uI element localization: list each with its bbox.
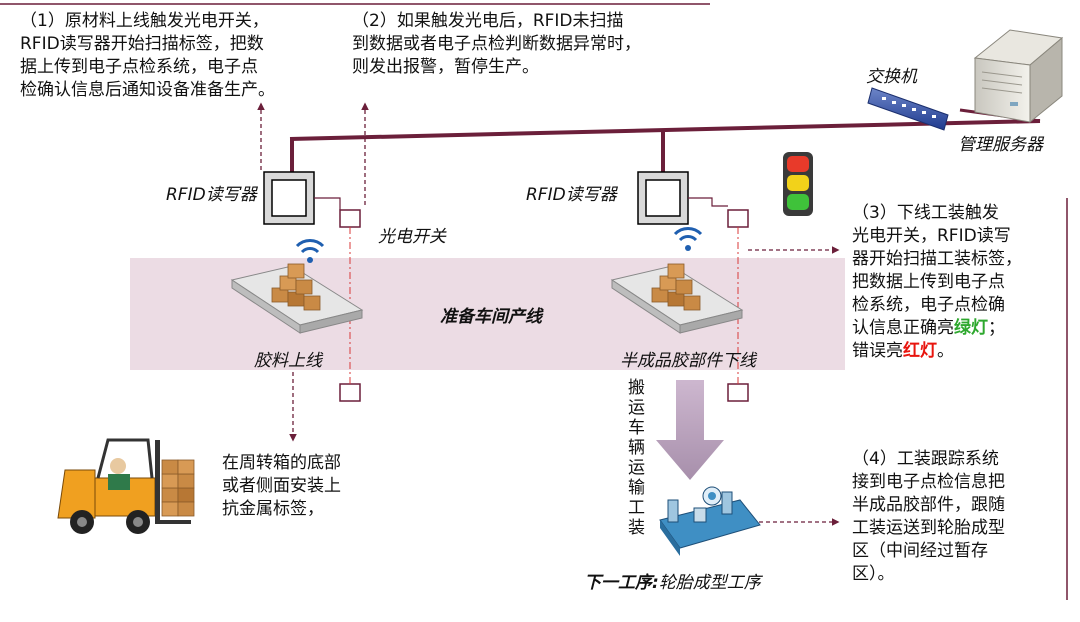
note-3-text: 错误亮: [852, 341, 903, 361]
note-3-line: 光电开关，RFID读写: [852, 226, 1011, 246]
photo-sensor-1b: [339, 383, 361, 402]
note-4-line: 区）。: [852, 564, 895, 584]
note-1-line: RFID读写器开始扫描标签，把数: [20, 34, 264, 54]
next-process-name: 轮胎成型工序: [658, 573, 761, 593]
forklift-icon: [57, 438, 195, 534]
transport-arrow: [656, 380, 724, 480]
note-3-text: ；: [988, 318, 1005, 338]
photo-sensor-1a: [339, 209, 361, 228]
note-4-line: 半成品胶部件，跟随: [852, 495, 1005, 515]
assembly-machine-icon: [659, 486, 761, 556]
note-3: （3）下线工装触发 光电开关，RFID读写 器开始扫描工装标签， 把数据上传到电…: [852, 202, 1062, 363]
note-1-line: 检确认信息后通知设备准备生产。: [20, 80, 275, 100]
feed-station-label: 胶料上线: [254, 351, 322, 371]
wireless-icon-1: [295, 239, 325, 263]
note-4-line: 接到电子点检信息把: [852, 472, 1005, 492]
server-label: 管理服务器: [958, 135, 1043, 155]
forklift-note-line: 抗金属标签，: [222, 499, 324, 519]
note-4-line: 工装运送到轮胎成型: [852, 518, 1005, 538]
green-light-text: 绿灯: [954, 318, 988, 338]
rfid-reader-1-label: RFID读写器: [166, 185, 257, 205]
pallet-with-boxes-2: [610, 263, 744, 334]
forklift-note-line: 或者侧面安装上: [222, 476, 341, 496]
note-3-line: 检系统，电子点检确: [852, 295, 1005, 315]
note-1-line: 据上传到电子点检系统，电子点: [20, 57, 258, 77]
next-process-label: 下一工序:轮胎成型工序: [584, 568, 761, 593]
red-light-text: 红灯: [903, 341, 937, 361]
note-2-line: （2）如果触发光电后，RFID未扫描: [352, 11, 624, 31]
switch-label: 交换机: [866, 67, 917, 87]
note-3-line: 器开始扫描工装标签，: [852, 249, 1022, 269]
note-3-text: 。: [937, 341, 954, 361]
rfid-reader-2-icon: [637, 171, 689, 225]
note-3-line-6: 认信息正确亮绿灯；: [852, 317, 1062, 340]
forklift-note-line: 在周转箱的底部: [222, 453, 341, 473]
photo-switch-label: 光电开关: [378, 227, 446, 247]
note-1: （1）原材料上线触发光电开关， RFID读写器开始扫描标签，把数 据上传到电子点…: [20, 10, 340, 102]
note-3-text: 认信息正确亮: [852, 318, 954, 338]
rfid-reader-1-icon: [263, 171, 315, 225]
wireless-icon-2: [673, 227, 703, 251]
pallet-with-boxes-1: [230, 263, 364, 334]
server-icon: [973, 29, 1064, 124]
forklift-note: 在周转箱的底部 或者侧面安装上 抗金属标签，: [222, 452, 382, 521]
transport-label: 搬运车辆运输工装: [628, 378, 645, 538]
note-2-line: 则发出报警，暂停生产。: [352, 57, 539, 77]
note-3-line: 把数据上传到电子点: [852, 272, 1005, 292]
network-bus: [289, 119, 1041, 141]
photo-sensor-2a: [727, 209, 749, 228]
note-3-line: （3）下线工装触发: [852, 203, 999, 223]
output-station-label: 半成品胶部件下线: [620, 351, 756, 371]
switch-icon: [867, 87, 949, 131]
photo-sensor-2b: [727, 383, 749, 402]
note-4-line: 区（中间经过暂存: [852, 541, 988, 561]
production-line-label: 准备车间产线: [440, 307, 542, 327]
note-2-line: 到数据或者电子点检判断数据异常时，: [352, 34, 641, 54]
note-4-line: （4）工装跟踪系统: [852, 449, 999, 469]
rfid-reader-2-label: RFID读写器: [526, 185, 617, 205]
note-2: （2）如果触发光电后，RFID未扫描 到数据或者电子点检判断数据异常时， 则发出…: [352, 10, 702, 79]
next-process-prefix: 下一工序:: [584, 573, 659, 593]
note-3-line-7: 错误亮红灯。: [852, 340, 1062, 363]
note-1-line: （1）原材料上线触发光电开关，: [20, 11, 269, 31]
signal-light-icon: [783, 152, 813, 216]
note-4: （4）工装跟踪系统 接到电子点检信息把 半成品胶部件，跟随 工装运送到轮胎成型 …: [852, 448, 1062, 586]
